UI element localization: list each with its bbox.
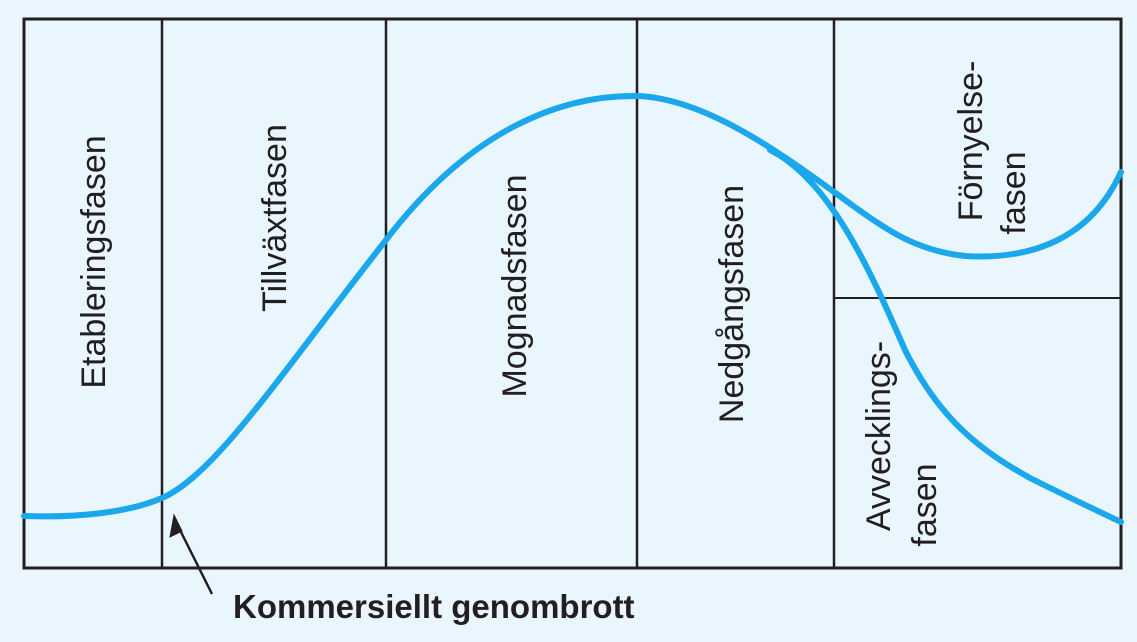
label-fornyelse-line2: fasen: [995, 151, 1033, 234]
label-tillvaxt: Tillväxtfasen: [256, 124, 294, 312]
renewal-curve: [831, 169, 1124, 260]
label-etablering: Etableringsfasen: [75, 135, 113, 388]
decline-curve: [767, 147, 1124, 525]
label-nedgang: Nedgångsfasen: [713, 185, 751, 423]
breakthrough-arrowhead: [169, 513, 183, 538]
label-avveckling-line1: Avvecklings-: [860, 341, 898, 531]
label-fornyelse-line1: Förnyelse-: [952, 61, 990, 222]
label-mognad: Mognadsfasen: [496, 174, 534, 397]
breakthrough-arrow: [174, 521, 214, 595]
label-avveckling-line2: fasen: [906, 463, 944, 546]
diagram-frame: [22, 17, 1123, 570]
lifecycle-curve: [21, 92, 837, 520]
breakthrough-caption: Kommersiellt genombrott: [233, 588, 635, 625]
